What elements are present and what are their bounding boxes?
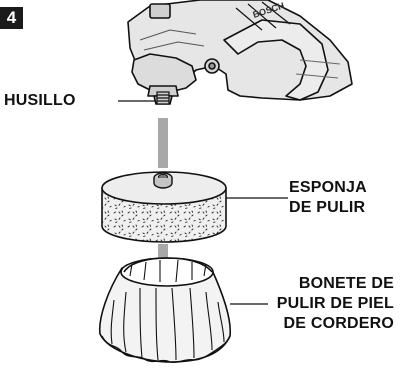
bonnet-label-line-2: PULIR DE PIEL	[276, 295, 394, 312]
sponge-label-line-2: DE PULIR	[289, 199, 366, 216]
alignment-shaft-upper	[158, 118, 168, 168]
polishing-sponge	[101, 171, 227, 243]
figure-number-badge: 4	[0, 7, 23, 29]
spindle-thread	[156, 91, 170, 105]
bonnet-label-line-3: DE CORDERO	[283, 315, 394, 332]
polisher-tool	[127, 0, 353, 105]
sponge-label-line-1: ESPONJA	[289, 179, 367, 196]
spindle-label-text: HUSILLO	[4, 92, 76, 109]
bonnet-label-line-1: BONETE DE	[298, 275, 394, 292]
bonnet-label: BONETE DE PULIR DE PIEL DE CORDERO	[270, 274, 394, 334]
sponge-label: ESPONJA DE PULIR	[289, 178, 367, 218]
alignment-shaft-lower	[158, 244, 168, 264]
spindle-label: HUSILLO	[4, 91, 76, 111]
lambswool-bonnet	[98, 257, 232, 364]
